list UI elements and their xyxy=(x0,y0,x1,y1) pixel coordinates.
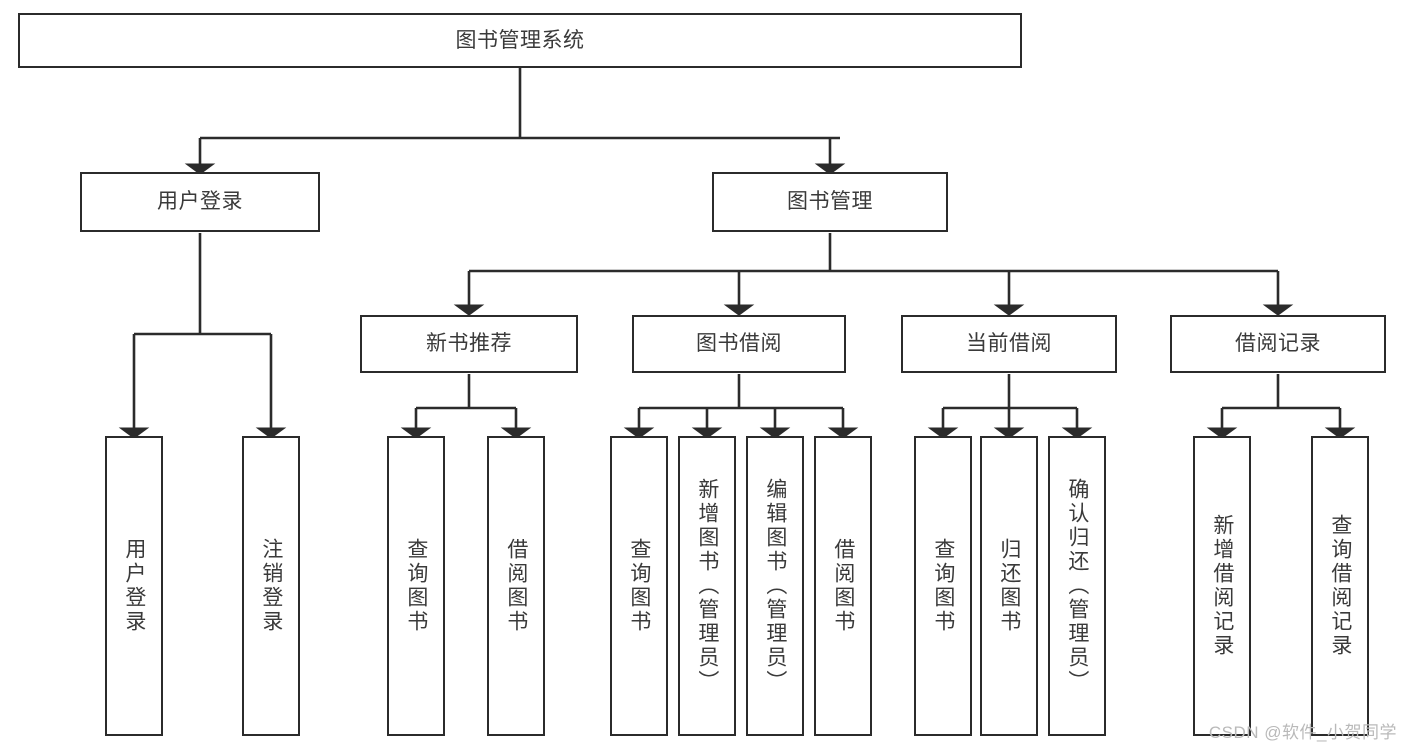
node-root[interactable]: 图书管理系统 xyxy=(18,13,1022,68)
node-leaf-confirm-return-admin-label: 确认归还（管理员） xyxy=(1065,478,1089,694)
node-leaf-add-book-admin-label: 新增图书（管理员） xyxy=(695,478,719,694)
node-leaf-add-book-admin[interactable]: 新增图书（管理员） xyxy=(678,436,736,736)
node-book-management-label: 图书管理 xyxy=(787,190,873,214)
node-leaf-query-books-newbook-label: 查询图书 xyxy=(404,538,428,634)
node-leaf-query-books-current[interactable]: 查询图书 xyxy=(914,436,972,736)
node-leaf-query-borrow-record-label: 查询借阅记录 xyxy=(1328,514,1352,658)
node-new-book-recommend-label: 新书推荐 xyxy=(426,332,512,356)
node-leaf-user-login[interactable]: 用户登录 xyxy=(105,436,163,736)
node-current-borrow-label: 当前借阅 xyxy=(966,332,1052,356)
node-leaf-confirm-return-admin[interactable]: 确认归还（管理员） xyxy=(1048,436,1106,736)
node-current-borrow[interactable]: 当前借阅 xyxy=(901,315,1117,373)
node-leaf-user-login-label: 用户登录 xyxy=(122,538,146,634)
node-leaf-edit-book-admin-label: 编辑图书（管理员） xyxy=(763,478,787,694)
node-leaf-add-borrow-record[interactable]: 新增借阅记录 xyxy=(1193,436,1251,736)
node-leaf-query-borrow-record[interactable]: 查询借阅记录 xyxy=(1311,436,1369,736)
node-root-label: 图书管理系统 xyxy=(455,28,585,52)
node-borrow-records-label: 借阅记录 xyxy=(1235,332,1321,356)
node-leaf-return-books[interactable]: 归还图书 xyxy=(980,436,1038,736)
node-book-borrow-label: 图书借阅 xyxy=(696,332,782,356)
node-leaf-query-books-current-label: 查询图书 xyxy=(931,538,955,634)
node-borrow-records[interactable]: 借阅记录 xyxy=(1170,315,1386,373)
node-leaf-add-borrow-record-label: 新增借阅记录 xyxy=(1210,514,1234,658)
node-leaf-borrow-books-newbook-label: 借阅图书 xyxy=(504,538,528,634)
node-user-login-label: 用户登录 xyxy=(157,190,243,214)
node-new-book-recommend[interactable]: 新书推荐 xyxy=(360,315,578,373)
node-leaf-query-books-borrow[interactable]: 查询图书 xyxy=(610,436,668,736)
node-leaf-query-books-borrow-label: 查询图书 xyxy=(627,538,651,634)
node-book-management[interactable]: 图书管理 xyxy=(712,172,948,232)
node-leaf-borrow-books-label: 借阅图书 xyxy=(831,538,855,634)
node-leaf-logout[interactable]: 注销登录 xyxy=(242,436,300,736)
node-leaf-edit-book-admin[interactable]: 编辑图书（管理员） xyxy=(746,436,804,736)
watermark: CSDN @软件_小贺同学 xyxy=(1208,723,1397,742)
node-user-login[interactable]: 用户登录 xyxy=(80,172,320,232)
node-leaf-borrow-books-newbook[interactable]: 借阅图书 xyxy=(487,436,545,736)
node-leaf-borrow-books[interactable]: 借阅图书 xyxy=(814,436,872,736)
node-leaf-logout-label: 注销登录 xyxy=(259,538,283,634)
node-book-borrow[interactable]: 图书借阅 xyxy=(632,315,846,373)
node-leaf-return-books-label: 归还图书 xyxy=(997,538,1021,634)
node-leaf-query-books-newbook[interactable]: 查询图书 xyxy=(387,436,445,736)
